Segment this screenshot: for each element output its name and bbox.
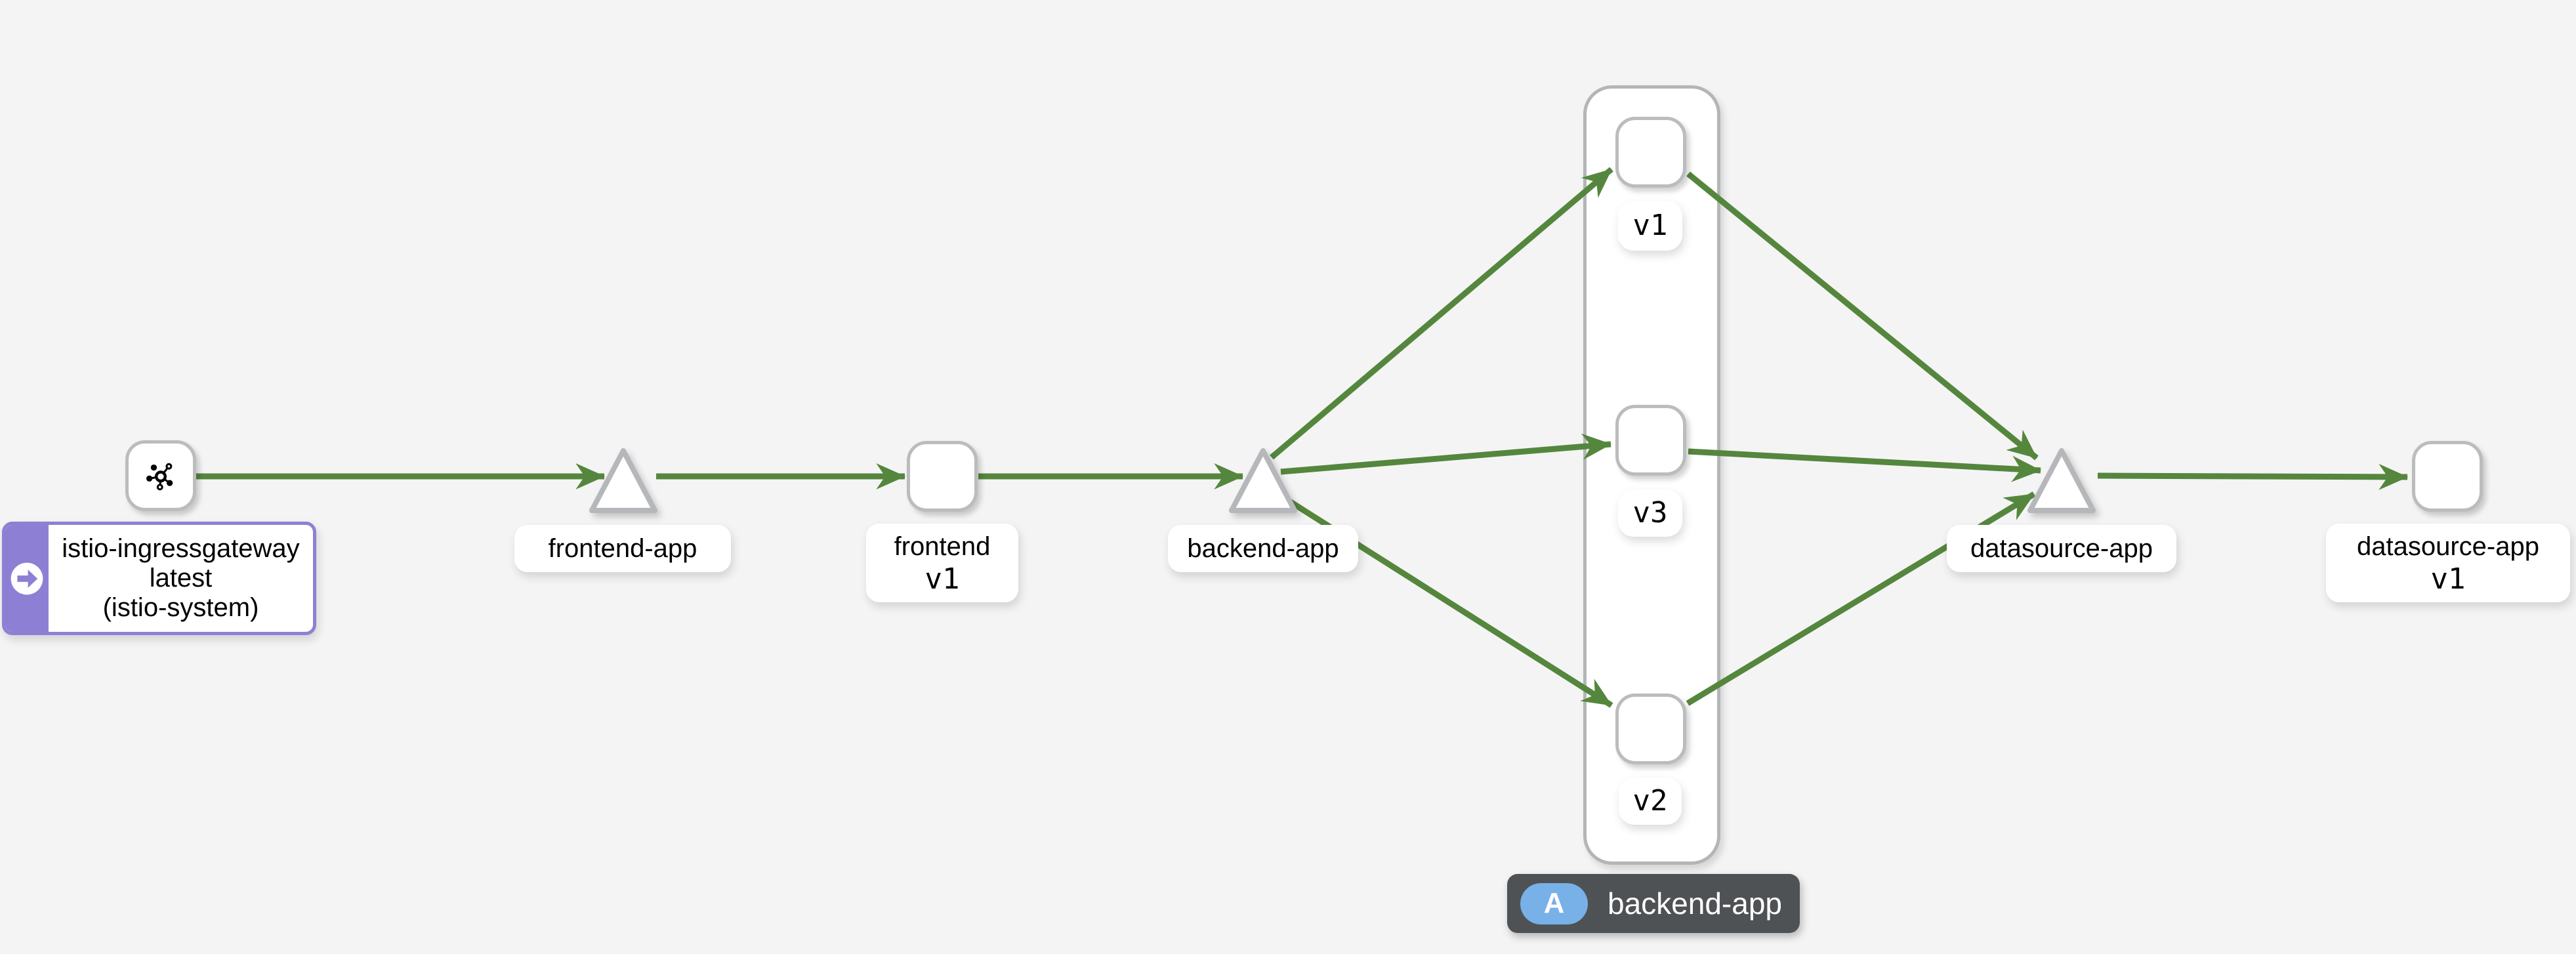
edge-datasource-app-to-datasource-v1[interactable] bbox=[2097, 463, 2409, 490]
label-datasource-app[interactable]: datasource-app bbox=[1947, 525, 2176, 572]
gateway-name: istio-ingressgateway bbox=[62, 534, 300, 563]
arrow-right-circle-icon bbox=[10, 562, 43, 594]
label-text: datasource-app bbox=[1970, 534, 2153, 563]
label-backend-v3[interactable]: v3 bbox=[1618, 489, 1682, 537]
label-text: frontend bbox=[894, 532, 991, 561]
gateway-accent-stripe bbox=[5, 525, 49, 632]
edge-v1-to-datasource-app[interactable] bbox=[1686, 171, 2039, 461]
node-datasource-v1[interactable] bbox=[2412, 441, 2483, 512]
node-datasource-app-service[interactable] bbox=[2025, 444, 2098, 518]
node-backend-app-service[interactable] bbox=[1226, 444, 1300, 518]
label-backend-app[interactable]: backend-app bbox=[1168, 525, 1358, 572]
label-text: frontend-app bbox=[548, 534, 697, 563]
gateway-version: latest bbox=[149, 564, 213, 592]
gateway-namespace: (istio-system) bbox=[102, 593, 259, 622]
app-badge-icon: A bbox=[1520, 882, 1588, 924]
node-frontend-v1[interactable] bbox=[907, 441, 978, 512]
label-version-text: v1 bbox=[1632, 209, 1668, 242]
label-istio-ingressgateway[interactable]: istio-ingressgateway latest (istio-syste… bbox=[2, 522, 316, 635]
edge-backend-app-to-v3[interactable] bbox=[1280, 433, 1612, 475]
label-version-text: v1 bbox=[2430, 562, 2466, 596]
edge-v3-to-datasource-app[interactable] bbox=[1688, 448, 2042, 482]
node-backend-v3[interactable] bbox=[1615, 405, 1686, 476]
label-text: datasource-app bbox=[2357, 532, 2539, 561]
label-backend-v2[interactable]: v2 bbox=[1619, 778, 1682, 825]
label-version-text: v1 bbox=[924, 562, 960, 596]
gateway-label-text: istio-ingressgateway latest (istio-syste… bbox=[49, 525, 313, 632]
node-istio-ingressgateway[interactable] bbox=[125, 440, 196, 511]
node-backend-v1[interactable] bbox=[1615, 117, 1686, 188]
label-version-text: v3 bbox=[1632, 496, 1668, 529]
label-frontend-app[interactable]: frontend-app bbox=[514, 525, 731, 572]
label-version-text: v2 bbox=[1632, 784, 1668, 818]
label-text: backend-app bbox=[1187, 534, 1339, 563]
label-datasource-v1[interactable]: datasource-app v1 bbox=[2326, 524, 2570, 602]
group-badge-label: backend-app bbox=[1608, 886, 1782, 921]
node-frontend-app-service[interactable] bbox=[587, 444, 660, 518]
label-backend-v1[interactable]: v1 bbox=[1618, 201, 1682, 251]
label-frontend-v1[interactable]: frontend v1 bbox=[866, 524, 1018, 602]
app-badge-letter: A bbox=[1543, 887, 1565, 919]
backend-app-group-badge[interactable]: A backend-app bbox=[1507, 874, 1800, 933]
node-backend-v2[interactable] bbox=[1615, 694, 1686, 764]
edge-backend-app-to-v1[interactable] bbox=[1270, 167, 1613, 460]
istio-mesh-icon bbox=[146, 463, 173, 491]
